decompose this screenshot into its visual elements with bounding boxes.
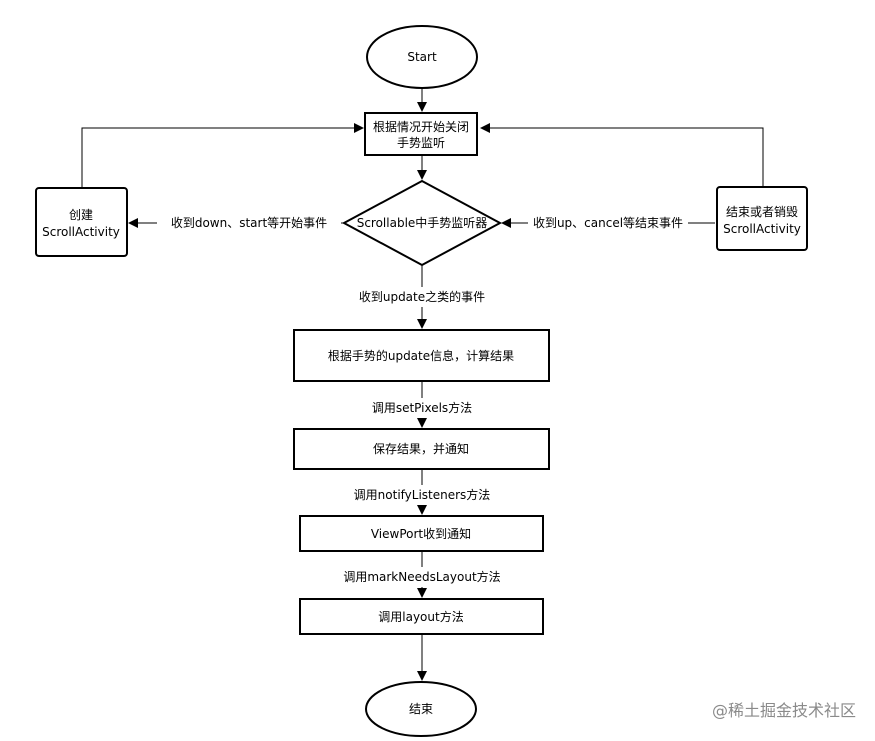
viewport-node-label: ViewPort收到通知: [371, 527, 471, 541]
end-destroy-node-line1: 结束或者销毁: [726, 204, 798, 219]
down-start-label: 收到down、start等开始事件: [171, 216, 327, 230]
close-listen-node-line2: 手势监听: [397, 136, 445, 150]
create-node: [35, 187, 128, 257]
close-listen-node: [364, 112, 478, 156]
layout-node: [299, 598, 544, 635]
end-node: [365, 681, 477, 737]
set-pixels-label: 调用setPixels方法: [372, 400, 472, 415]
update-label-bg: [344, 287, 500, 307]
start-node-label: Start: [407, 50, 437, 64]
mark-needs-layout-label: 调用markNeedsLayout方法: [343, 569, 500, 584]
save-node-label: 保存结果，并通知: [373, 442, 469, 456]
edge-end-destroy-to-close-listen: [480, 123, 764, 187]
scrollable-decision-label: Scrollable中手势监听器: [357, 215, 488, 230]
create-node-line2: ScrollActivity: [42, 225, 120, 239]
compute-node-label: 根据手势的update信息，计算结果: [328, 348, 514, 363]
layout-node-label: 调用layout方法: [378, 609, 463, 624]
scrollable-decision-node: [341, 179, 503, 267]
end-node-label: 结束: [409, 702, 433, 716]
end-destroy-node-line2: ScrollActivity: [723, 222, 801, 236]
create-node-line1: 创建: [69, 208, 93, 222]
start-node: [366, 25, 478, 89]
down-start-label-bg: [157, 213, 341, 233]
mark-needs-layout-label-bg: [337, 567, 507, 587]
close-listen-node-line1: 根据情况开始关闭: [373, 120, 469, 134]
edge-create-to-close-listen: [81, 123, 364, 188]
save-node: [293, 428, 550, 470]
update-label: 收到update之类的事件: [359, 289, 485, 304]
notify-listeners-label: 调用notifyListeners方法: [354, 487, 491, 502]
viewport-node: [299, 515, 544, 552]
end-destroy-node: [716, 186, 808, 251]
up-cancel-label-bg: [528, 213, 688, 233]
set-pixels-label-bg: [364, 398, 480, 418]
watermark-text: @稀土掘金技术社区: [712, 701, 856, 720]
up-cancel-label: 收到up、cancel等结束事件: [533, 216, 683, 230]
compute-node: [293, 329, 550, 382]
notify-listeners-label-bg: [350, 485, 494, 505]
